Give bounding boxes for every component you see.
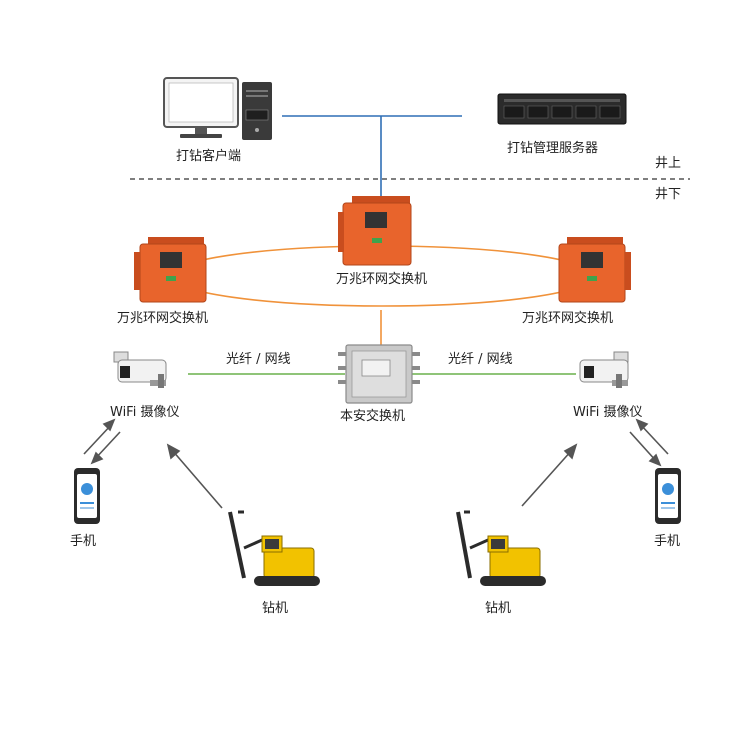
ring-switch-left-icon [134, 237, 207, 303]
phone-left-icon [74, 468, 100, 524]
above-ground-label: 井上 [655, 156, 681, 171]
client-computer-icon [163, 77, 272, 140]
drill-camera-arrow-right [521, 443, 578, 507]
server-label: 打钻管理服务器 [507, 140, 598, 156]
camera-left-label: WiFi 摄像仪 [110, 405, 179, 420]
phone-right-icon [655, 468, 681, 524]
switch-top-label: 万兆环网交换机 [336, 271, 427, 287]
below-ground-label: 井下 [655, 187, 681, 202]
drill-camera-arrow-left [166, 443, 223, 509]
phone-camera-arrow-right [629, 418, 669, 467]
switch-right-label: 万兆环网交换机 [522, 310, 613, 326]
switch-left-label: 万兆环网交换机 [117, 310, 208, 326]
safe-switch-label: 本安交换机 [340, 408, 405, 424]
client-label: 打钻客户端 [176, 148, 241, 164]
drill-rig-right-icon [456, 510, 546, 586]
safe-switch-icon [338, 344, 420, 404]
phone-right-label: 手机 [654, 534, 680, 549]
ring-switch-right-icon [558, 237, 631, 303]
link-right-label: 光纤 / 网线 [448, 352, 513, 367]
wifi-camera-left-icon [113, 351, 167, 388]
camera-right-label: WiFi 摄像仪 [573, 405, 642, 420]
link-left-label: 光纤 / 网线 [226, 352, 291, 367]
wifi-camera-right-icon [579, 351, 629, 388]
drill-rig-left-icon [228, 510, 320, 586]
phone-left-label: 手机 [70, 534, 96, 549]
drill-left-label: 钻机 [262, 601, 288, 616]
server-icon [497, 93, 627, 125]
ring-switch-top-icon [338, 196, 412, 266]
phone-camera-arrow-left [83, 418, 121, 465]
drill-right-label: 钻机 [485, 601, 511, 616]
